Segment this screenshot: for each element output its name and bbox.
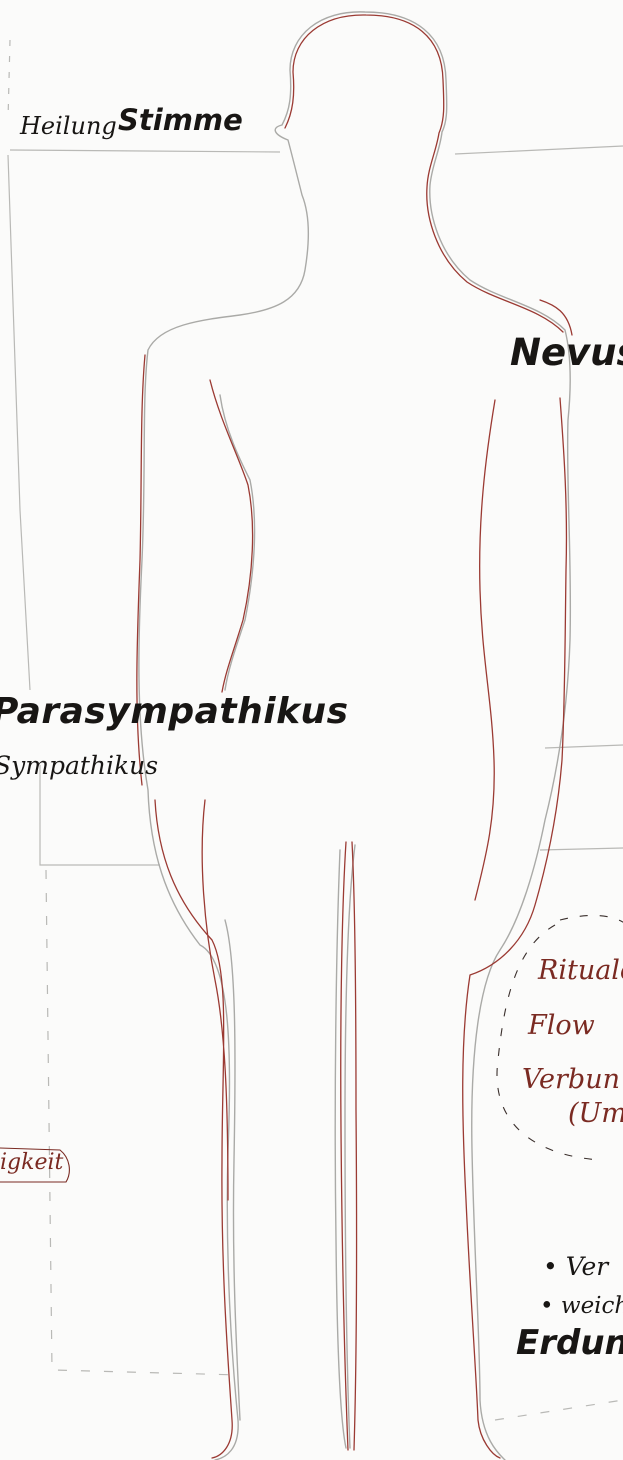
body-silhouette bbox=[137, 12, 572, 1460]
erdung-label: Erdung bbox=[516, 1326, 623, 1360]
top-guide-left bbox=[10, 150, 280, 152]
verbun-label: Verbun bbox=[522, 1066, 620, 1093]
ver-bullet: • Ver bbox=[543, 1254, 608, 1279]
silhouette-red bbox=[137, 15, 567, 1458]
flow-label: Flow bbox=[528, 1012, 595, 1039]
rituale-label: Rituale bbox=[538, 957, 623, 984]
heilung-label: Heilung bbox=[20, 114, 117, 138]
parasympathikus-label: Parasympathikus bbox=[0, 694, 349, 730]
sympathikus-label: Sympathikus bbox=[0, 753, 158, 778]
left-dashed-guide bbox=[46, 870, 240, 1375]
top-left-dashed bbox=[8, 40, 10, 120]
stimme-label: Stimme bbox=[118, 106, 243, 135]
keit-fragment-label: igkeit bbox=[0, 1152, 63, 1174]
um-label: (Um bbox=[568, 1100, 623, 1127]
weich-bullet: • weich bbox=[540, 1295, 623, 1318]
right-short-guide bbox=[540, 848, 623, 850]
top-guide-right bbox=[455, 146, 623, 154]
silhouette-pencil bbox=[139, 12, 571, 1460]
left-vertical-guide bbox=[8, 155, 30, 690]
right-dashed-guide bbox=[495, 1400, 623, 1420]
nervus-label: Nevus bbox=[510, 334, 623, 371]
right-mid-guide bbox=[545, 745, 623, 748]
